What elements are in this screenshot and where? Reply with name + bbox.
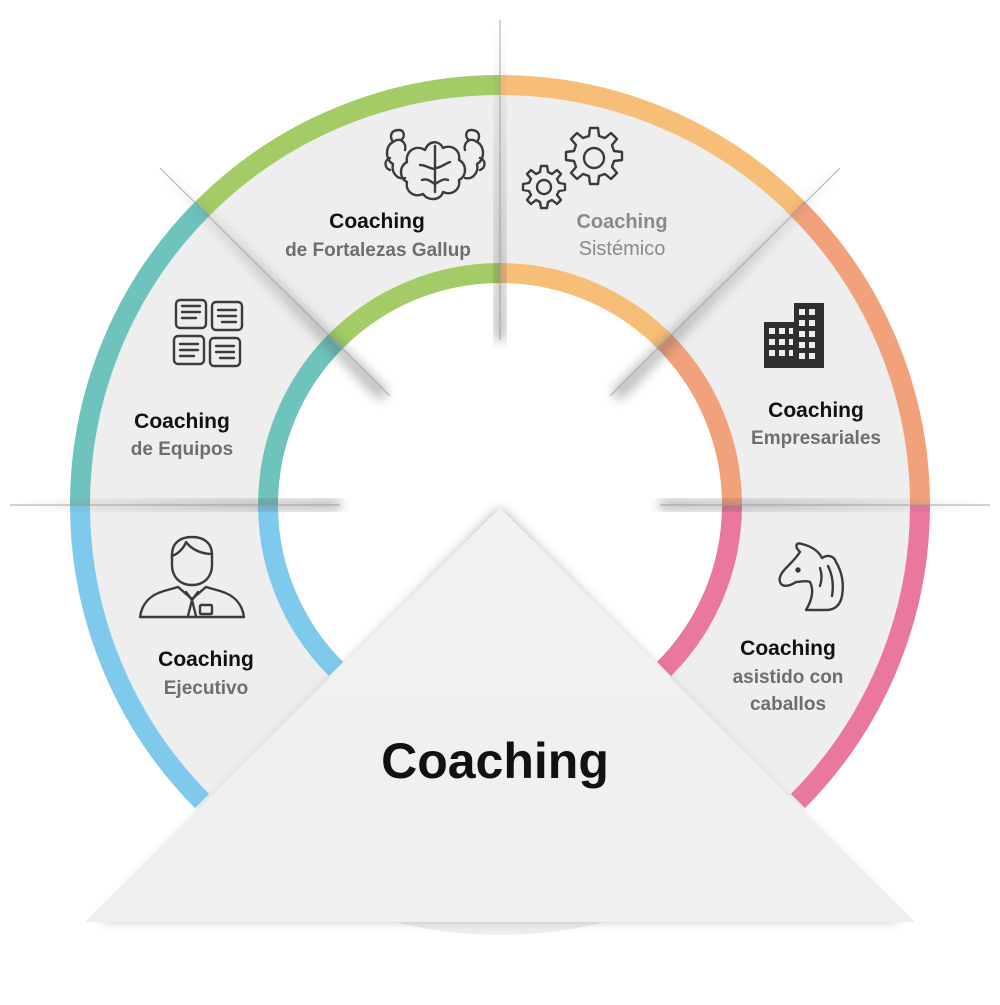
arc-outer-sistemico bbox=[499, 75, 805, 216]
arc-outer-ejecutivo bbox=[70, 504, 210, 809]
arc-outer-fortalezas bbox=[195, 75, 501, 216]
segment-equipos: Coaching de Equipos bbox=[131, 298, 244, 460]
empresariales-subtitle: Empresariales bbox=[751, 428, 881, 449]
sistemico-subtitle: Sistémico bbox=[579, 238, 666, 260]
horse-head-icon bbox=[778, 542, 844, 612]
equipos-title: Coaching bbox=[134, 410, 230, 433]
ejecutivo-subtitle: Ejecutivo bbox=[164, 678, 248, 699]
arc-outer-equipos bbox=[70, 200, 211, 506]
gears-icon bbox=[521, 126, 624, 210]
segment-fortalezas: Coaching de Fortalezas Gallup bbox=[285, 128, 486, 261]
team-hands-icon bbox=[172, 298, 244, 368]
executive-person-icon bbox=[138, 535, 246, 619]
center-title: Coaching bbox=[381, 733, 609, 789]
caballos-subtitle-line1: asistido con bbox=[733, 667, 844, 688]
caballos-title: Coaching bbox=[740, 637, 836, 660]
fortalezas-subtitle: de Fortalezas Gallup bbox=[285, 240, 471, 261]
fortalezas-title: Coaching bbox=[329, 210, 425, 233]
segment-ejecutivo: Coaching Ejecutivo bbox=[138, 535, 254, 699]
ejecutivo-title: Coaching bbox=[158, 648, 254, 671]
arc-inner-ejecutivo bbox=[258, 504, 344, 677]
arc-outer-caballos bbox=[790, 504, 930, 809]
segment-sistemico: Coaching Sistémico bbox=[521, 126, 668, 260]
arc-inner-empresariales bbox=[656, 333, 742, 506]
outer-arcs bbox=[70, 75, 930, 809]
segment-caballos: Coaching asistido con caballos bbox=[733, 542, 844, 715]
arc-inner-fortalezas bbox=[328, 263, 501, 349]
inner-arcs bbox=[258, 263, 742, 677]
caballos-subtitle-line2: caballos bbox=[750, 694, 826, 715]
office-building-icon bbox=[764, 303, 824, 368]
arc-inner-sistemico bbox=[499, 263, 672, 349]
ring-background bbox=[70, 75, 930, 935]
brain-muscles-icon bbox=[384, 128, 486, 201]
segment-dividers bbox=[10, 20, 990, 510]
equipos-subtitle: de Equipos bbox=[131, 439, 233, 460]
arc-inner-equipos bbox=[258, 333, 344, 506]
segment-empresariales: Coaching Empresariales bbox=[751, 303, 881, 449]
center-triangle bbox=[85, 508, 915, 922]
arc-inner-caballos bbox=[656, 504, 742, 677]
arc-outer-empresariales bbox=[789, 200, 930, 506]
empresariales-title: Coaching bbox=[768, 399, 864, 422]
sistemico-title: Coaching bbox=[576, 211, 667, 233]
